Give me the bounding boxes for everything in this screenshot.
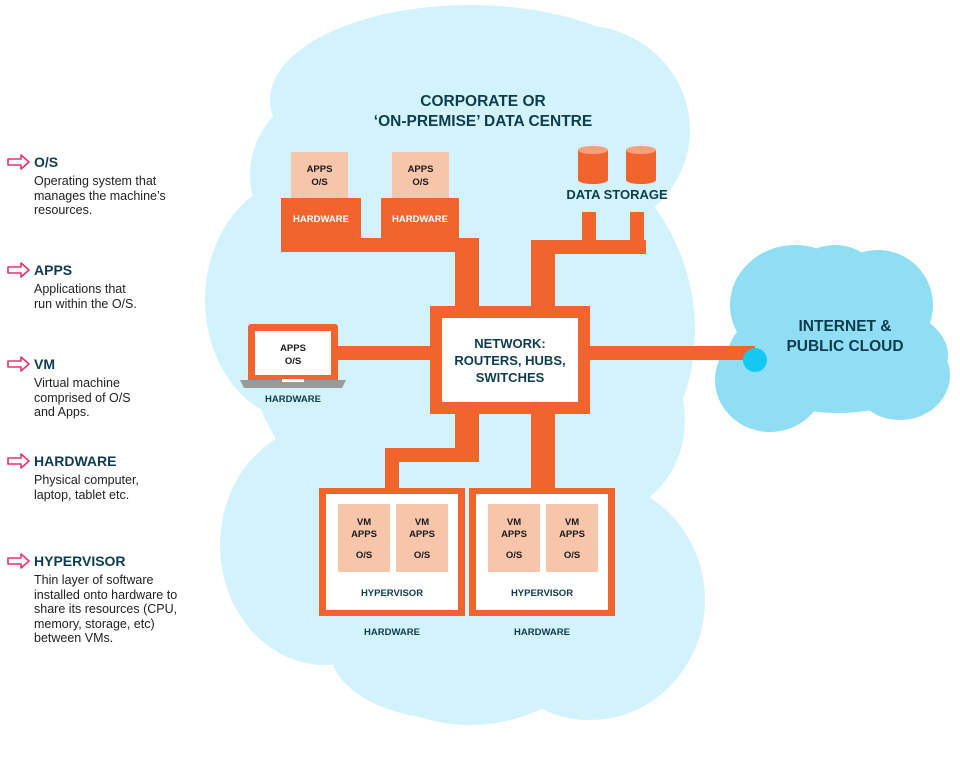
legend-description: Physical computer, laptop, tablet etc.	[34, 473, 139, 502]
os-label: O/S	[412, 177, 428, 188]
internet-cloud	[715, 245, 950, 432]
datacentre-title-line2: ‘ON-PREMISE’ DATA CENTRE	[374, 113, 592, 130]
hardware-label: HARDWARE	[392, 214, 448, 225]
arrow-right-icon	[7, 262, 30, 278]
vm-box: VM APPS O/S	[396, 504, 448, 572]
database-icon	[578, 146, 656, 184]
vm-label: VM	[415, 517, 429, 528]
laptop-os-label: O/S	[285, 356, 301, 367]
os-label: O/S	[414, 550, 430, 561]
legend-item-apps: APPS Applications that run within the O/…	[6, 261, 206, 311]
legend-description: Thin layer of software installed onto ha…	[34, 573, 178, 645]
hardware-label: HARDWARE	[364, 627, 420, 638]
vm-box: VM APPS O/S	[546, 504, 598, 572]
legend-term: VM	[34, 356, 55, 372]
legend-term: HARDWARE	[34, 453, 117, 469]
legend-term: HYPERVISOR	[34, 553, 126, 569]
apps-label: APPS	[559, 529, 585, 540]
legend-item-os: O/S Operating system that manages the ma…	[6, 153, 206, 218]
legend-description: Virtual machine comprised of O/S and App…	[34, 376, 131, 419]
os-label: O/S	[311, 177, 327, 188]
legend-term: O/S	[34, 154, 59, 170]
legend-description: Applications that run within the O/S.	[34, 282, 137, 311]
arrow-right-icon	[7, 154, 30, 170]
network-hub: NETWORK: ROUTERS, HUBS, SWITCHES	[430, 306, 590, 414]
os-label: O/S	[564, 550, 580, 561]
hypervisor-label: HYPERVISOR	[511, 588, 573, 599]
arrow-right-icon	[7, 356, 30, 372]
host-2: VM APPS O/S VM APPS O/S HYPERVISOR HARDW…	[469, 488, 615, 638]
hardware-block	[281, 198, 361, 240]
apps-label: APPS	[409, 529, 435, 540]
host-1: VM APPS O/S VM APPS O/S HYPERVISOR HARDW…	[319, 488, 465, 638]
arrow-right-icon	[7, 553, 30, 569]
vm-label: VM	[357, 517, 371, 528]
hardware-label: HARDWARE	[514, 627, 570, 638]
arrow-right-icon	[7, 453, 30, 469]
legend-item-hardware: HARDWARE Physical computer, laptop, tabl…	[6, 452, 206, 502]
network-links	[281, 212, 755, 490]
vm-box: VM APPS O/S	[488, 504, 540, 572]
vm-box: VM APPS O/S	[338, 504, 390, 572]
server-1: APPS O/S HARDWARE	[281, 152, 361, 240]
internet-line2: PUBLIC CLOUD	[786, 338, 903, 355]
apps-os-box	[291, 152, 348, 198]
vm-label: VM	[507, 517, 521, 528]
apps-label: APPS	[408, 164, 434, 175]
legend-description: Operating system that manages the machin…	[34, 174, 166, 217]
hardware-label: HARDWARE	[293, 214, 349, 225]
legend-item-hypervisor: HYPERVISOR Thin layer of software instal…	[6, 552, 206, 646]
legend-term: APPS	[34, 262, 73, 278]
os-label: O/S	[506, 550, 522, 561]
apps-os-box	[392, 152, 449, 198]
internet-connection-dot	[743, 348, 767, 372]
data-storage-label: DATA STORAGE	[566, 187, 668, 202]
os-label: O/S	[356, 550, 372, 561]
network-line1: NETWORK:	[474, 336, 546, 351]
apps-label: APPS	[307, 164, 333, 175]
laptop-icon	[240, 324, 346, 388]
network-line3: SWITCHES	[476, 370, 545, 385]
hardware-block	[381, 198, 459, 240]
apps-label: APPS	[351, 529, 377, 540]
internet-line1: INTERNET &	[799, 318, 892, 335]
datacentre-title-line1: CORPORATE OR	[420, 93, 545, 110]
laptop-hardware-label: HARDWARE	[265, 394, 321, 405]
laptop-apps-label: APPS	[280, 343, 306, 354]
vm-label: VM	[565, 517, 579, 528]
legend-item-vm: VM Virtual machine comprised of O/S and …	[6, 355, 206, 420]
hypervisor-label: HYPERVISOR	[361, 588, 423, 599]
apps-label: APPS	[501, 529, 527, 540]
server-2: APPS O/S HARDWARE	[381, 152, 459, 240]
network-line2: ROUTERS, HUBS,	[454, 353, 565, 368]
